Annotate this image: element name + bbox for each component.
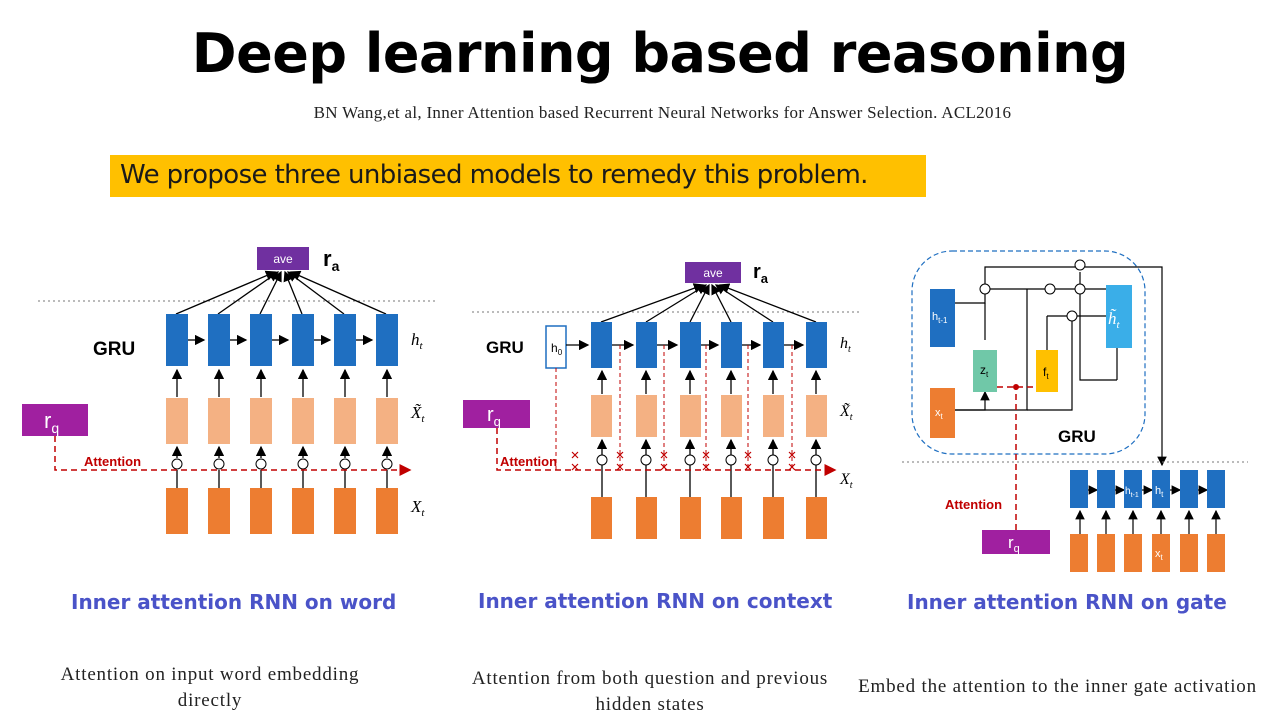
p3-attention-node — [1013, 384, 1019, 390]
p2-ave-label: ave — [703, 266, 723, 280]
p2-x-blocks — [591, 497, 827, 539]
p3-htilde-label: h̃t — [1108, 309, 1121, 331]
caption-word: Inner attention RNN on word — [71, 590, 397, 614]
p1-rq-box — [22, 404, 88, 436]
p2-multiply-nodes — [596, 454, 822, 466]
p2-xtilde-label: X̃t — [839, 402, 853, 423]
p3-gru-label: GRU — [1058, 427, 1096, 446]
p3-ft-label: ft — [1043, 365, 1049, 381]
p1-attention-label: Attention — [84, 454, 141, 469]
p3-zt-label: zt — [980, 363, 989, 379]
p2-fan-arrows — [600, 283, 817, 323]
p1-gru-label: GRU — [93, 339, 135, 360]
p1-xtilde-blocks — [166, 398, 398, 444]
p1-ht-label: ht — [411, 330, 424, 352]
p3-ops — [979, 259, 1086, 322]
p2-attention-label: Attention — [500, 454, 557, 469]
p3-row-xt-label: xt — [1155, 548, 1164, 562]
p3-attention-line — [997, 386, 1035, 530]
p1-attention-line — [54, 436, 412, 476]
p2-ave-box — [685, 262, 741, 283]
panel-word: ave ra GRU ht X̃t — [22, 246, 435, 534]
p3-ht1-block — [930, 289, 955, 347]
p3-rq-box — [982, 530, 1050, 554]
p1-fan-arrows — [175, 270, 387, 315]
p1-xtilde-label: X̃t — [410, 403, 425, 425]
p3-row-arrows — [1075, 485, 1221, 534]
caption-gate: Inner attention RNN on gate — [907, 590, 1227, 614]
p2-ht-label: ht — [840, 335, 851, 355]
p3-attention-label: Attention — [945, 497, 1002, 512]
p3-zt-block — [973, 350, 997, 392]
p2-up-arrows-1 — [596, 369, 822, 394]
description-context: Attention from both question and previou… — [471, 668, 829, 715]
description-word: Attention on input word embedding direct… — [60, 664, 360, 711]
p3-row-hidden-blocks — [1070, 470, 1225, 508]
description-gate: Embed the attention to the inner gate ac… — [858, 676, 1257, 697]
p2-up-arrows-2 — [596, 438, 822, 497]
p2-attention-line — [496, 428, 837, 476]
p3-xt-label: xt — [935, 407, 944, 421]
panel-gate: ht-1 xt zt ft h̃t GRU Attention rq — [902, 250, 1248, 572]
p3-gru-cell — [911, 250, 1146, 455]
p1-xt-label: Xt — [410, 497, 425, 519]
p2-xt-label: Xt — [839, 471, 853, 491]
highlight-banner: We propose three unbiased models to reme… — [110, 155, 926, 197]
p2-rq-box — [463, 400, 530, 428]
p3-cell-wiring — [955, 266, 1167, 467]
p2-context-dashes — [555, 345, 793, 470]
p3-row-ht1-label: ht-1 — [1125, 486, 1139, 499]
p3-row-x-blocks — [1070, 534, 1225, 572]
p1-up-arrows-2 — [171, 445, 393, 488]
p3-rq-label: rq — [1008, 533, 1020, 555]
panel-context: ave ra GRU h0 ht — [463, 261, 862, 539]
caption-context: Inner attention RNN on context — [478, 589, 833, 613]
p2-rq-label: rq — [487, 404, 501, 429]
banner-text: We propose three unbiased models to reme… — [120, 160, 868, 190]
slide-title: Deep learning based reasoning — [191, 22, 1129, 85]
p2-h0-label: h0 — [551, 341, 563, 357]
p2-ra-label: ra — [753, 261, 769, 286]
p1-multiply-nodes — [171, 458, 393, 470]
p2-x-marks — [571, 451, 796, 471]
p1-hidden-blocks — [166, 314, 398, 366]
p3-xt-block — [930, 388, 955, 438]
p1-ave-label: ave — [273, 252, 293, 266]
citation: BN Wang,et al, Inner Attention based Rec… — [313, 103, 1012, 122]
p2-xtilde-blocks — [591, 395, 827, 437]
p2-hidden-blocks — [591, 322, 827, 368]
p1-x-blocks — [166, 488, 398, 534]
p1-up-arrows-1 — [171, 368, 393, 397]
p3-ft-block — [1036, 350, 1058, 392]
p2-gru-label: GRU — [486, 338, 524, 357]
p3-row-ht-label: ht — [1155, 485, 1164, 499]
p1-ave-box — [257, 247, 309, 270]
p1-ra-label: ra — [323, 246, 340, 274]
p1-rq-label: rq — [44, 408, 59, 436]
p3-htilde-block — [1106, 285, 1132, 348]
p3-ht1-label: ht-1 — [932, 311, 948, 325]
